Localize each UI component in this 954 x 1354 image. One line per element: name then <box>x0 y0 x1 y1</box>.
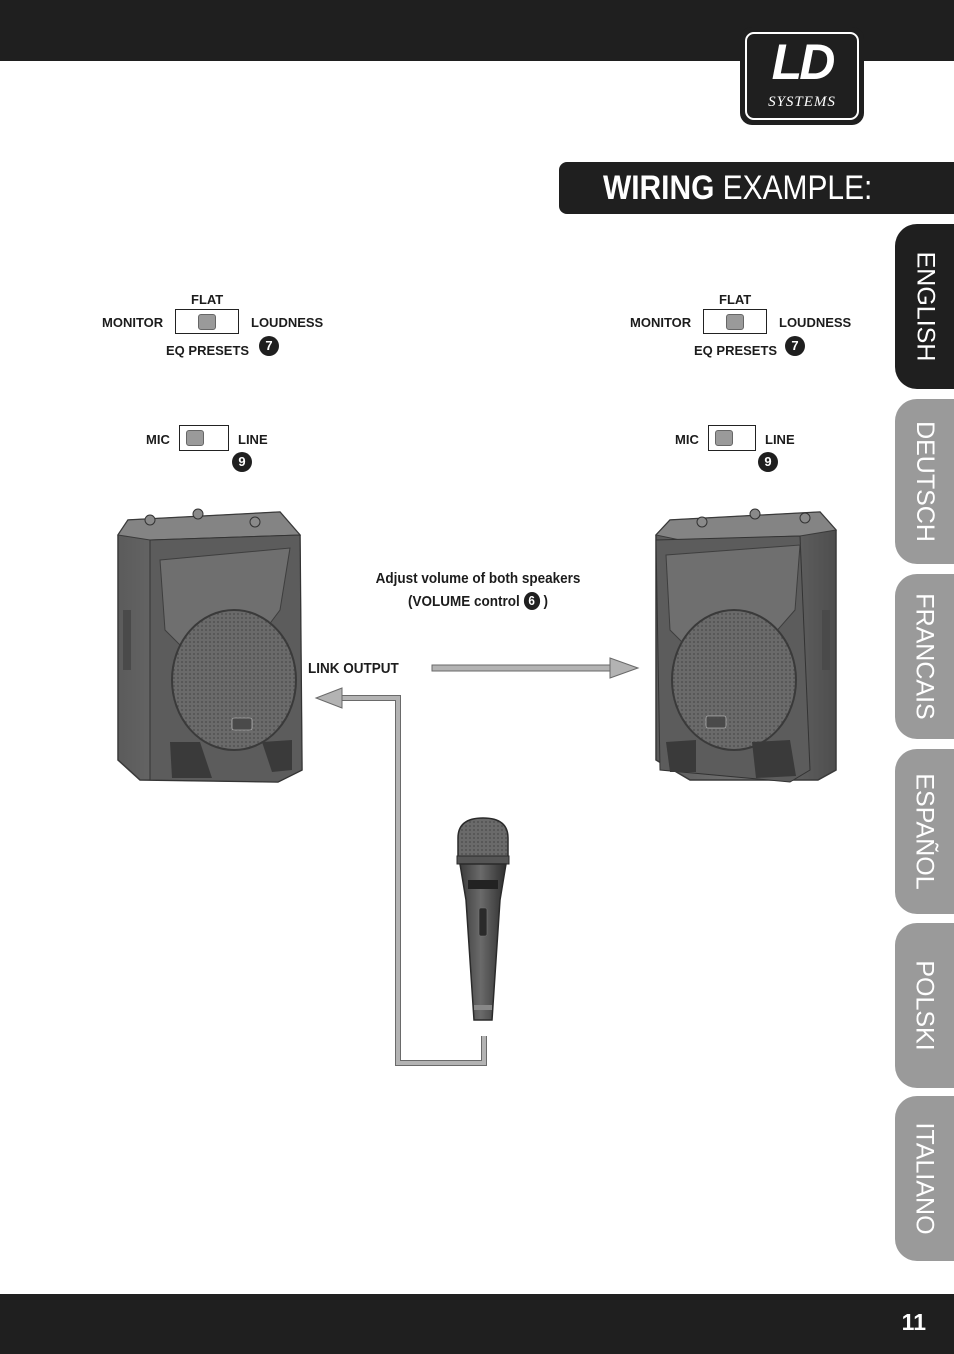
tab-francais[interactable]: FRANCAIS <box>895 574 954 739</box>
right-eq-monitor-label: MONITOR <box>630 315 692 330</box>
bottom-bar: 11 <box>0 1294 954 1354</box>
left-eq-switch-knob[interactable] <box>198 314 216 330</box>
right-eq-flat-label: FLAT <box>719 292 752 307</box>
right-eq-switch-knob[interactable] <box>726 314 744 330</box>
mic-cable <box>314 687 487 1066</box>
left-input-switch-knob[interactable] <box>186 430 204 446</box>
link-cable-arrow <box>431 657 640 679</box>
tab-espanol[interactable]: ESPAÑOL <box>895 749 954 914</box>
left-line-label: LINE <box>238 432 268 447</box>
volume-badge: 6 <box>523 592 540 610</box>
left-eq-presets-switch[interactable] <box>175 309 239 334</box>
left-mic-label: MIC <box>146 432 170 447</box>
title-light: EXAMPLE: <box>714 169 873 207</box>
right-input-switch-knob[interactable] <box>715 430 733 446</box>
volume-note-line2: (VOLUME control 6 ) <box>408 592 548 610</box>
right-eq-loudness-label: LOUDNESS <box>779 315 852 330</box>
right-eq-presets-label: EQ PRESETS <box>694 343 778 358</box>
left-eq-flat-label: FLAT <box>191 292 224 307</box>
left-eq-badge: 7 <box>259 336 279 356</box>
tab-polski[interactable]: POLSKI <box>895 923 954 1088</box>
title-bold: WIRING <box>603 169 715 207</box>
right-input-badge: 9 <box>758 452 778 472</box>
left-eq-presets-label: EQ PRESETS <box>166 343 250 358</box>
tab-english[interactable]: ENGLISH <box>895 224 954 389</box>
logo-sub: SYSTEMS <box>768 94 836 110</box>
link-output-label: LINK OUTPUT <box>308 660 399 677</box>
page-number: 11 <box>901 1309 926 1335</box>
right-eq-presets-switch[interactable] <box>703 309 767 334</box>
ld-systems-logo: LD SYSTEMS <box>740 27 864 125</box>
tab-deutsch[interactable]: DEUTSCH <box>895 399 954 564</box>
section-title: WIRING EXAMPLE: <box>559 162 954 214</box>
volume-note-line1: Adjust volume of both speakers <box>375 570 581 587</box>
microphone <box>456 817 510 1021</box>
left-mic-line-switch[interactable] <box>179 425 229 451</box>
right-speaker <box>655 508 837 783</box>
right-mic-label: MIC <box>675 432 699 447</box>
left-eq-loudness-label: LOUDNESS <box>251 315 324 330</box>
right-eq-badge: 7 <box>785 336 805 356</box>
right-line-label: LINE <box>765 432 795 447</box>
left-eq-monitor-label: MONITOR <box>102 315 164 330</box>
left-speaker <box>117 508 303 783</box>
logo-brand: LD <box>771 34 836 90</box>
tab-italiano[interactable]: ITALIANO <box>895 1096 954 1261</box>
right-mic-line-switch[interactable] <box>708 425 756 451</box>
left-input-badge: 9 <box>232 452 252 472</box>
